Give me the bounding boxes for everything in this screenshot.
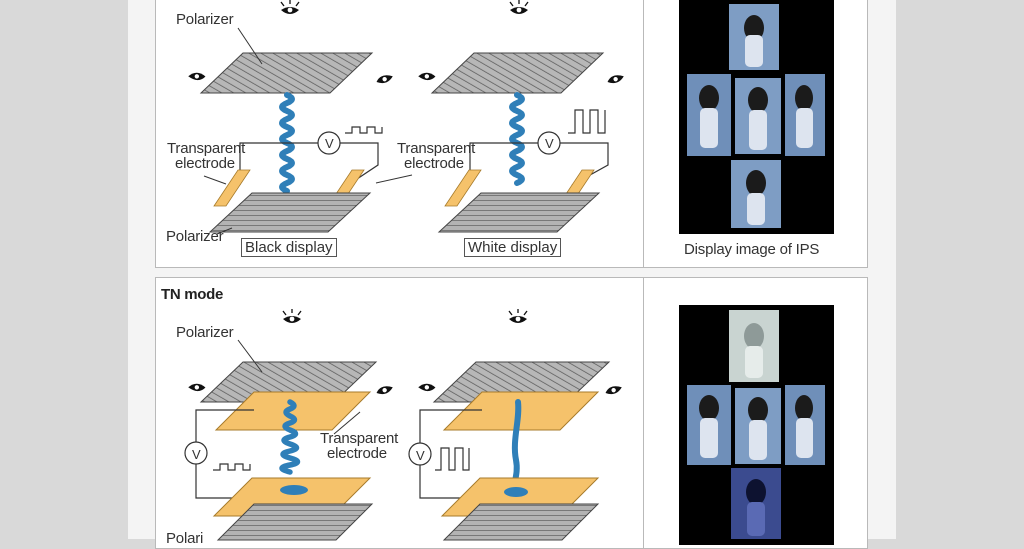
top-polarizer-right — [430, 52, 605, 94]
label-transparent-left: Transparent — [167, 140, 246, 157]
electrode-strip — [213, 169, 251, 207]
viewer-eye-icon — [605, 381, 622, 399]
viewer-eye-icon — [418, 68, 436, 85]
voltage-label: V — [416, 448, 425, 463]
voltage-source-icon — [184, 441, 208, 465]
viewer-eye-icon — [188, 68, 206, 85]
label-polarizer-bottom: Polarizer — [166, 228, 224, 245]
label-polarizer-top-tn: Polarizer — [176, 324, 234, 341]
viewer-eye-icon — [376, 381, 393, 399]
voltage-label: V — [192, 447, 201, 462]
voltage-source-icon — [317, 131, 341, 155]
label-transparent-tn: Transparent — [320, 430, 399, 447]
viewer-eye-icon — [280, 0, 300, 15]
viewer-eye-icon — [607, 70, 624, 88]
bottom-polarizer-right — [437, 192, 601, 233]
lc-helix-right — [509, 92, 525, 186]
voltage-source-icon — [537, 131, 561, 155]
label-polarizer-top: Polarizer — [176, 11, 234, 28]
viewer-eye-icon — [418, 379, 436, 396]
caption-ips-image: Display image of IPS — [684, 241, 820, 258]
voltage-label: V — [325, 136, 334, 151]
caption-black-display: Black display — [241, 238, 337, 257]
electrode-strip — [444, 169, 482, 207]
label-electrode-right: electrode — [404, 155, 464, 172]
high-voltage-waveform — [568, 109, 606, 134]
caption-white-display: White display — [464, 238, 562, 257]
viewer-eye-icon — [188, 379, 206, 396]
voltage-label: V — [545, 136, 554, 151]
viewer-eye-icon — [282, 308, 302, 324]
high-voltage-waveform — [435, 447, 470, 471]
low-voltage-waveform — [213, 463, 251, 471]
top-polarizer-left — [199, 52, 374, 94]
label-transparent-right: Transparent — [397, 140, 476, 157]
label-electrode-tn: electrode — [327, 445, 387, 462]
tn-top-electrode-left — [214, 391, 372, 431]
viewer-eye-icon — [508, 308, 528, 324]
low-voltage-waveform — [345, 126, 383, 134]
viewer-eye-icon — [509, 0, 529, 15]
voltage-source-icon — [408, 442, 432, 466]
label-electrode-left: electrode — [175, 155, 235, 172]
bottom-polarizer-left — [208, 192, 372, 233]
tn-mode-title: TN mode — [161, 286, 224, 303]
viewer-eye-icon — [376, 70, 393, 88]
tn-lc-twist-left — [279, 399, 301, 475]
